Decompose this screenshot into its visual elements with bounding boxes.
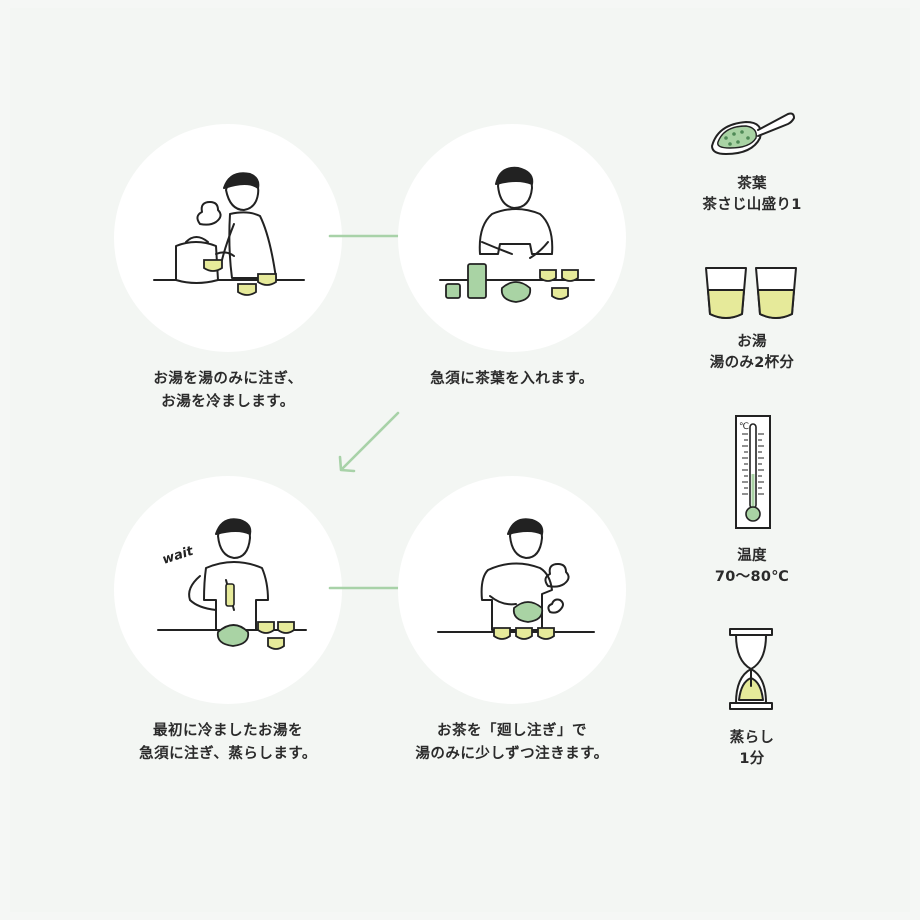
step-1-caption: お湯を湯のみに注ぎ、 お湯を冷まします。 — [98, 368, 358, 414]
steep-time: 1分 — [739, 751, 765, 767]
arrow-down-left-icon — [338, 411, 400, 473]
step-4-caption-line1: お茶を「廻し注ぎ」で — [437, 723, 587, 739]
step-3-illustration: wait — [157, 518, 307, 650]
sidebar-item-hot-water: お湯 湯のみ2杯分 — [672, 332, 832, 374]
temperature-title: 温度 — [737, 548, 767, 564]
tea-leaves-title: 茶葉 — [737, 176, 767, 192]
tea-cups-icon — [705, 267, 797, 319]
sidebar-item-steep: 蒸らし 1分 — [672, 728, 832, 770]
sidebar-item-tea-leaves: 茶葉 茶さじ山盛り1 — [672, 174, 832, 216]
sidebar-item-temperature: 温度 70〜80℃ — [672, 546, 832, 588]
steep-title: 蒸らし — [729, 730, 775, 746]
step-1-illustration — [153, 172, 305, 296]
step-1-caption-line2: お湯を冷まします。 — [161, 394, 295, 410]
step-2-caption: 急須に茶葉を入れます。 — [382, 368, 642, 391]
tea-leaves-amount: 茶さじ山盛り1 — [702, 197, 802, 213]
wait-label: wait — [161, 544, 196, 568]
step-3-caption-line2: 急須に注ぎ、蒸らします。 — [139, 746, 317, 762]
step-4-illustration — [437, 518, 595, 640]
thermometer-unit: ℃ — [739, 422, 749, 432]
step-4-caption-line2: 湯のみに少しずつ注きます。 — [415, 746, 609, 762]
step-2-illustration — [439, 166, 595, 303]
thermometer-icon: ℃ — [735, 415, 771, 529]
step-4-caption: お茶を「廻し注ぎ」で 湯のみに少しずつ注きます。 — [382, 720, 642, 766]
temperature-value: 70〜80℃ — [714, 569, 790, 585]
step-2-caption-line1: 急須に茶葉を入れます。 — [430, 371, 594, 387]
step-1-caption-line1: お湯を湯のみに注ぎ、 — [153, 371, 303, 387]
step-3-caption: 最初に冷ましたお湯を 急須に注ぎ、蒸らします。 — [98, 720, 358, 766]
tea-spoon-icon — [711, 112, 795, 155]
hourglass-icon — [729, 628, 773, 710]
hot-water-amount: 湯のみ2杯分 — [709, 355, 795, 371]
step-3-caption-line1: 最初に冷ましたお湯を — [153, 723, 303, 739]
hot-water-title: お湯 — [737, 334, 767, 350]
